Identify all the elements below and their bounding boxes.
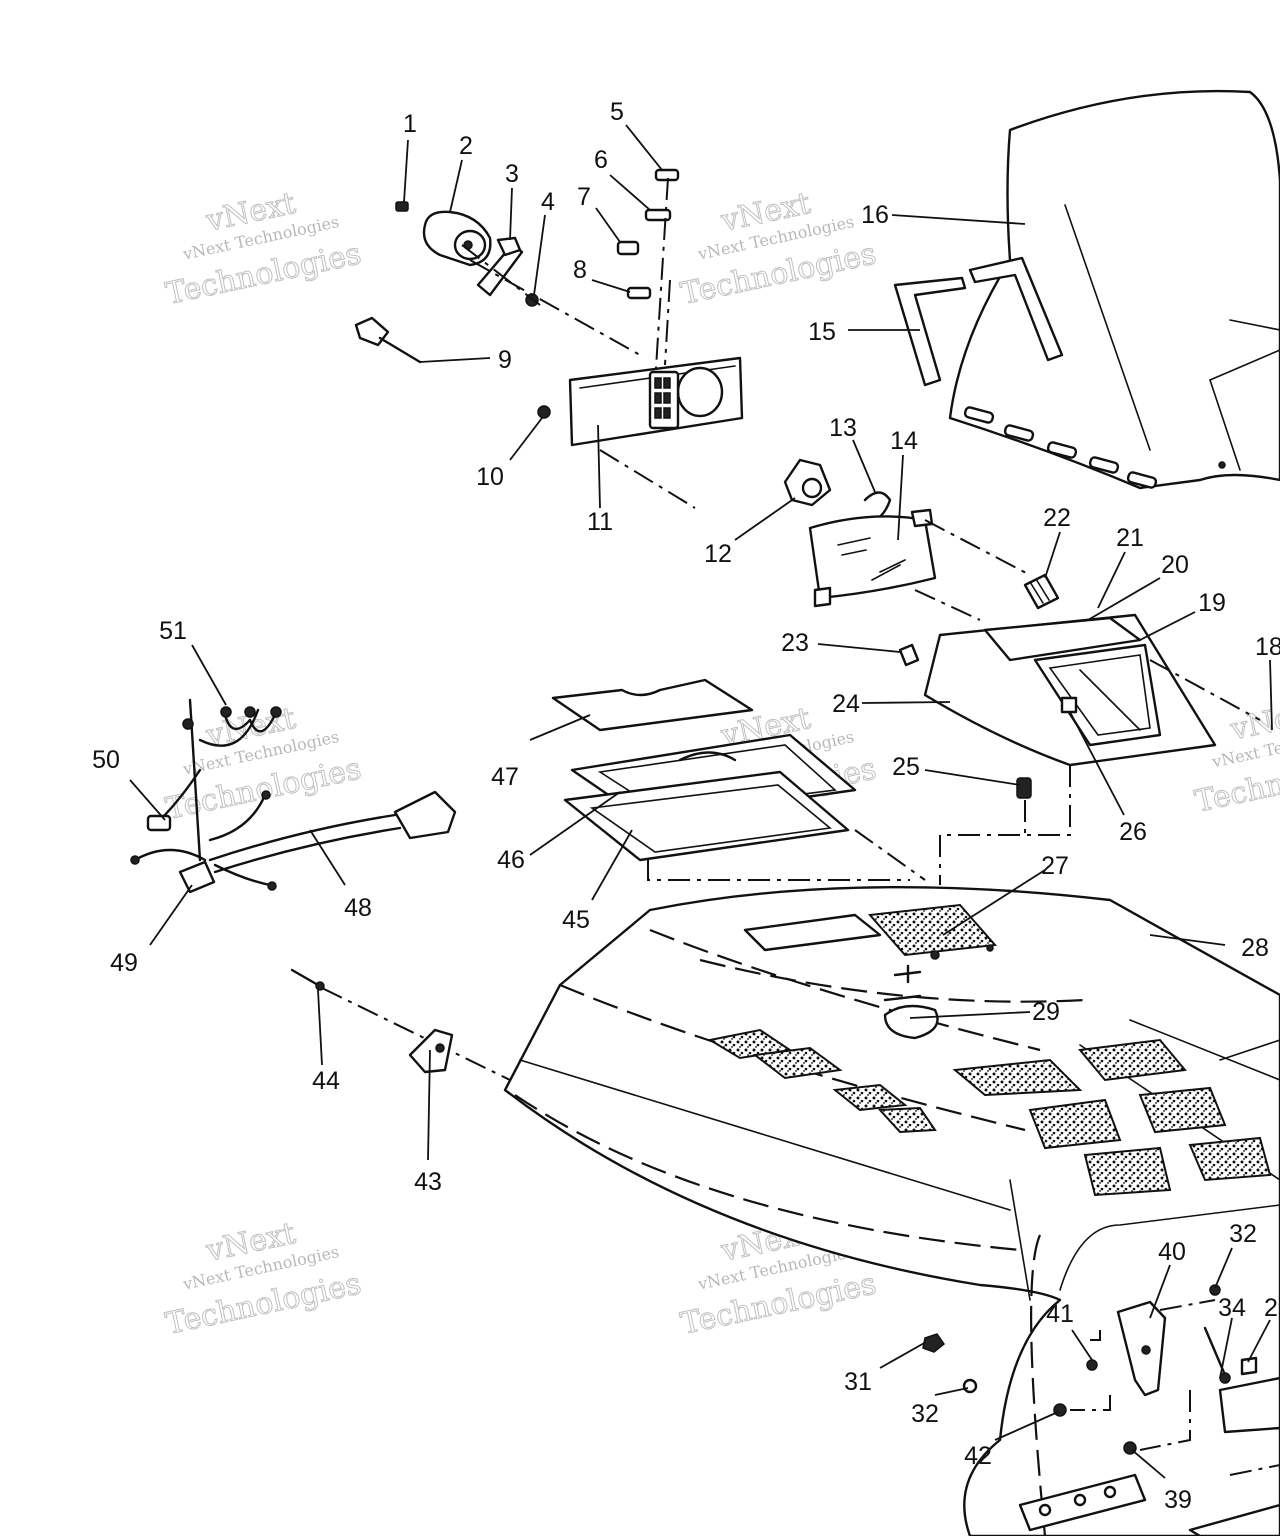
watermark: vNext vNext Technologies Technologies [162,1215,364,1342]
bracket-3 [476,236,524,297]
screen-45 [563,770,850,862]
callout-40: 40 [1158,1238,1186,1266]
callout-25: 25 [892,753,920,781]
callout-14: 14 [890,427,918,455]
callout-7: 7 [577,183,591,211]
callout-23: 23 [781,629,809,657]
switch-6 [644,208,672,222]
hood [503,885,1280,1536]
fastener-1 [395,201,409,212]
screw-41 [1086,1359,1098,1371]
callout-34: 34 [1218,1294,1246,1322]
callout-29: 29 [1032,998,1060,1026]
callout-21: 21 [1116,524,1144,552]
bracket-40 [1116,1300,1167,1397]
callout-24: 24 [832,690,860,718]
switch-7 [616,240,640,256]
callout-15: 15 [808,318,836,346]
callouts: 1 2 3 4 5 6 7 8 9 10 11 12 13 14 15 16 1… [92,98,1280,1514]
connector-50 [146,814,172,832]
cable-9 [354,316,422,364]
callout-12: 12 [704,540,732,568]
callout-47: 47 [491,763,519,791]
callout-26: 26 [1119,818,1147,846]
nut-31 [922,1333,946,1353]
callout-19: 19 [1198,589,1226,617]
watermark: vNext vNext Technologies Technologies [677,185,879,312]
callout-32-right: 32 [1229,1220,1257,1248]
callout-4: 4 [541,188,555,216]
filter-47 [551,678,754,732]
washer-32b [1209,1284,1221,1296]
callout-5: 5 [610,98,624,126]
callout-44: 44 [312,1067,340,1095]
callout-42: 42 [964,1442,992,1470]
clip-23 [898,643,920,667]
side-rail [1018,1473,1280,1536]
headlight-pod-24 [923,613,1217,767]
callout-18: 18 [1255,633,1280,661]
callout-31: 31 [844,1368,872,1396]
callout-45: 45 [562,906,590,934]
gauge-housing-2 [422,210,492,267]
callout-27: 27 [1041,852,1069,880]
callout-50: 50 [92,746,120,774]
callout-10: 10 [476,463,504,491]
callout-39: 39 [1164,1486,1192,1514]
clip-26 [1060,696,1078,714]
windshield-slots [963,406,1158,489]
callout-48: 48 [344,894,372,922]
callout-32: 32 [911,1400,939,1428]
callout-22: 22 [1043,504,1071,532]
callout-6: 6 [594,146,608,174]
connector-49 [178,860,216,894]
callout-28: 28 [1241,934,1269,962]
callout-11: 11 [587,508,613,536]
callout-46: 46 [497,846,525,874]
washer-32 [962,1378,978,1394]
callout-13: 13 [829,414,857,442]
watermark: vNext vNext Technologies Technologies [162,185,364,312]
callout-3: 3 [505,160,519,188]
callout-41: 41 [1046,1300,1074,1328]
spring-22 [1023,573,1060,610]
screw-42 [1053,1403,1067,1417]
switch-8 [626,286,652,300]
callout-43: 43 [414,1168,442,1196]
bracket-43 [408,1028,454,1074]
leader-lines [129,124,1273,1479]
callout-8: 8 [573,256,587,284]
callout-20: 20 [1161,551,1189,579]
callout-2: 2 [459,132,473,160]
callout-51: 51 [159,617,187,645]
callout-16: 16 [861,201,889,229]
bulb-12 [783,458,832,507]
callout-49: 49 [110,949,138,977]
screw-44 [290,968,325,991]
dash-panel-11 [568,356,744,447]
callout-1: 1 [403,110,417,138]
latch-right [1218,1356,1280,1434]
screw-25 [1016,777,1032,799]
callout-2-partial: 2 [1264,1294,1278,1322]
callout-9: 9 [498,346,512,374]
screw-10 [537,405,551,419]
windshield-decal [893,256,1064,387]
windshield [948,89,1280,490]
